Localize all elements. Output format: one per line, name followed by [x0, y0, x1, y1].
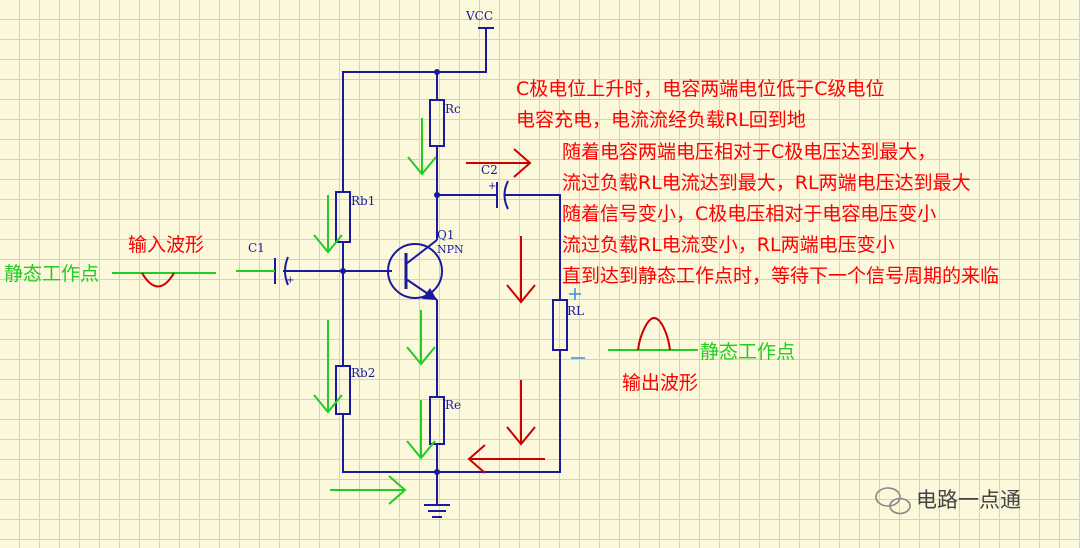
c2-label: C2 — [481, 163, 498, 177]
rc-label: Rc — [445, 102, 461, 116]
q1-type-label: NPN — [437, 243, 464, 256]
c1-label: C1 — [248, 241, 265, 255]
wechat-logo-icon — [875, 487, 911, 515]
annotation-line: 流过负载RL电流变小，RL两端电压变小 — [562, 234, 895, 256]
vcc-wire — [342, 28, 487, 192]
re-resistor — [429, 396, 445, 445]
current-arrow-return — [467, 444, 545, 474]
annotation-line: 随着电容两端电压相对于C极电压达到最大， — [562, 141, 937, 163]
input-waveform-title: 输入波形 — [128, 234, 205, 256]
q1-emitter-arrow — [422, 288, 437, 300]
rl-label: RL — [567, 304, 585, 318]
q1-collector — [405, 239, 438, 265]
c2-plus-label: + — [488, 181, 497, 192]
c2-plate-right — [503, 180, 509, 210]
annotation-line: 流过负载RL电流达到最大，RL两端电压达到最大 — [562, 172, 971, 194]
re-label: Re — [445, 398, 462, 412]
input-waveform — [141, 272, 175, 288]
rb1-label: Rb1 — [351, 194, 376, 208]
output-waveform — [637, 316, 671, 351]
current-arrow-c2 — [466, 148, 532, 178]
rb1-resistor — [335, 191, 351, 243]
vcc-label: VCC — [466, 9, 494, 23]
output-waveform-title: 输出波形 — [622, 372, 699, 394]
annotation-line: 电容充电，电流流经负载RL回到地 — [516, 109, 806, 131]
current-arrow-rl-lower — [506, 380, 536, 446]
junction-dot — [434, 69, 440, 75]
rc-resistor — [429, 99, 445, 147]
current-arrow-re — [406, 400, 436, 460]
rl-resistor — [552, 299, 568, 351]
annotation-line: 随着信号变小，C极电压相对于电容电压变小 — [562, 203, 937, 225]
c1-plus-label: + — [286, 275, 295, 286]
rb2-resistor — [335, 365, 351, 415]
junction-dot — [340, 268, 346, 274]
watermark-text: 电路一点通 — [916, 488, 1021, 512]
current-arrow-rb2 — [313, 320, 343, 414]
current-arrow-rb1 — [313, 195, 343, 254]
rb2-label: Rb2 — [351, 366, 376, 380]
q1-body — [387, 243, 443, 299]
annotation-line: 直到达到静态工作点时，等待下一个信号周期的来临 — [562, 265, 1000, 287]
output-quiescent-label: 静态工作点 — [700, 341, 796, 363]
junction-dot — [434, 192, 440, 198]
current-arrow-ground — [330, 475, 407, 505]
current-arrow-rc — [407, 118, 437, 176]
q1-label: Q1 — [437, 228, 455, 242]
rl-return-wire — [437, 350, 561, 473]
current-arrow-emitter — [406, 310, 436, 366]
current-arrow-rl-upper — [506, 236, 536, 304]
junction-dot — [434, 469, 440, 475]
c2-right-wire — [505, 194, 561, 300]
input-quiescent-label: 静态工作点 — [4, 263, 100, 285]
annotation-line: C极电位上升时，电容两端电位低于C级电位 — [516, 78, 885, 100]
rb2-ground-wire — [342, 414, 437, 473]
